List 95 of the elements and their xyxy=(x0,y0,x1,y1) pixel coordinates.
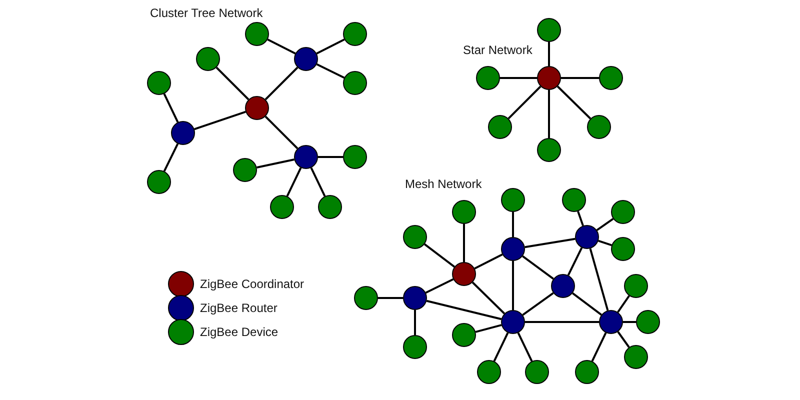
connection-line xyxy=(414,310,416,335)
connection-line xyxy=(577,211,584,226)
network-node xyxy=(294,47,318,71)
connection-line xyxy=(463,224,465,262)
connection-line xyxy=(623,321,636,323)
connection-line xyxy=(426,300,502,320)
network-node xyxy=(245,96,269,120)
connection-line xyxy=(194,110,246,130)
connection-line xyxy=(310,167,326,197)
connection-line xyxy=(522,255,554,280)
connection-line xyxy=(163,93,179,123)
network-node xyxy=(537,138,561,162)
network-title: Star Network xyxy=(463,43,532,57)
network-node xyxy=(477,360,501,384)
connection-line xyxy=(517,332,533,362)
connection-line xyxy=(316,38,345,54)
connection-line xyxy=(548,42,550,66)
connection-line xyxy=(512,261,514,310)
connection-line xyxy=(500,77,537,79)
network-node xyxy=(233,158,257,182)
network-title: Mesh Network xyxy=(405,177,482,191)
network-node xyxy=(599,66,623,90)
connection-line xyxy=(163,143,179,172)
network-node xyxy=(599,310,623,334)
connection-line xyxy=(472,282,506,314)
network-node xyxy=(575,225,599,249)
network-node xyxy=(452,323,476,347)
connection-line xyxy=(264,66,298,100)
connection-line xyxy=(475,324,502,333)
network-node xyxy=(624,345,648,369)
connection-line xyxy=(512,212,514,237)
connection-line xyxy=(216,66,250,100)
network-node xyxy=(525,360,549,384)
network-node xyxy=(501,188,525,212)
network-node xyxy=(501,237,525,261)
connection-line xyxy=(525,321,599,323)
network-node xyxy=(343,22,367,46)
connection-line xyxy=(267,38,296,54)
network-node xyxy=(147,71,171,95)
network-node xyxy=(318,195,342,219)
connection-line xyxy=(378,297,403,299)
connection-line xyxy=(617,331,630,348)
connection-line xyxy=(493,332,509,362)
connection-line xyxy=(316,63,345,79)
network-node xyxy=(245,22,269,46)
connection-line xyxy=(617,295,630,313)
connection-line xyxy=(596,218,614,231)
network-node xyxy=(611,200,635,224)
connection-line xyxy=(556,86,592,120)
network-node xyxy=(403,286,427,310)
network-node xyxy=(587,115,611,139)
network-node xyxy=(476,66,500,90)
network-node xyxy=(343,71,367,95)
connection-line xyxy=(256,158,294,168)
connection-line xyxy=(598,240,612,246)
network-node xyxy=(294,145,318,169)
network-node xyxy=(270,195,294,219)
network-title: Cluster Tree Network xyxy=(150,6,263,20)
network-node xyxy=(452,200,476,224)
connection-line xyxy=(524,238,576,248)
connection-line xyxy=(425,278,454,294)
connection-line xyxy=(572,292,602,316)
network-node xyxy=(488,115,512,139)
connection-line xyxy=(548,90,550,138)
legend-label: ZigBee Router xyxy=(200,301,278,315)
connection-line xyxy=(474,254,503,270)
connection-line xyxy=(589,248,609,311)
network-node xyxy=(624,274,648,298)
connection-line xyxy=(264,116,298,150)
network-node xyxy=(343,145,367,169)
legend-label: ZigBee Coordinator xyxy=(200,277,304,291)
network-node xyxy=(575,360,599,384)
network-node xyxy=(611,237,635,261)
connection-line xyxy=(591,332,607,362)
network-node xyxy=(537,18,561,42)
connection-line xyxy=(561,77,599,79)
connection-line xyxy=(508,86,542,120)
network-node xyxy=(537,66,561,90)
network-node xyxy=(452,262,476,286)
connection-line xyxy=(522,292,554,316)
network-node xyxy=(501,310,525,334)
legend-label: ZigBee Device xyxy=(200,325,278,339)
network-node xyxy=(636,310,660,334)
connection-line xyxy=(286,167,302,197)
network-node xyxy=(403,335,427,359)
network-node xyxy=(562,188,586,212)
connection-line xyxy=(424,243,456,268)
network-node xyxy=(551,274,575,298)
network-node xyxy=(147,170,171,194)
connection-line xyxy=(318,156,343,158)
network-node xyxy=(171,121,195,145)
network-node xyxy=(196,47,220,71)
network-node xyxy=(354,286,378,310)
connection-line xyxy=(567,247,583,276)
network-node xyxy=(403,225,427,249)
